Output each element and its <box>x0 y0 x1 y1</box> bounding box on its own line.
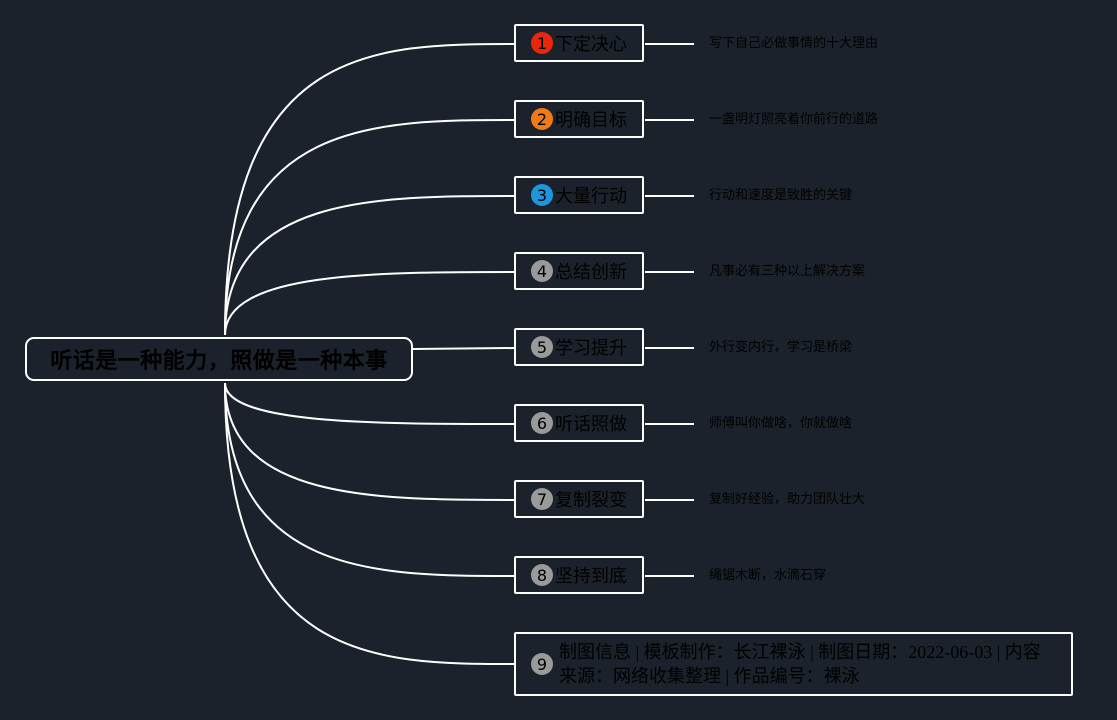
branch-6[interactable]: 6 听话照做 <box>514 404 644 442</box>
connector-curve <box>224 382 516 665</box>
branch-label: 下定决心 <box>555 34 627 55</box>
root-topic[interactable]: 听话是一种能力，照做是一种本事 <box>25 337 413 381</box>
number-badge-icon: 2 <box>531 108 553 130</box>
branch-label: 明确目标 <box>555 110 627 131</box>
branch-note: 绳锯木断，水滴石穿 <box>709 568 827 583</box>
branch-note: 师傅叫你做啥，你就做啥 <box>709 416 853 431</box>
branch-label: 复制裂变 <box>555 490 627 511</box>
branch-2[interactable]: 2 明确目标 <box>514 100 644 138</box>
branch-1[interactable]: 1 下定决心 <box>514 24 644 62</box>
info-text: 制图信息 | 模板制作：长江裸泳 | 制图日期：2022-06-03 | 内容来… <box>559 642 1041 686</box>
branch-label: 大量行动 <box>555 186 627 207</box>
branch-note: 外行变内行，学习是桥梁 <box>709 340 853 355</box>
branch-label: 听话照做 <box>555 414 627 435</box>
branch-7[interactable]: 7 复制裂变 <box>514 480 644 518</box>
branch-8[interactable]: 8 坚持到底 <box>514 556 644 594</box>
connector-curve <box>224 119 516 336</box>
branch-3[interactable]: 3 大量行动 <box>514 176 644 214</box>
root-topic-label: 听话是一种能力，照做是一种本事 <box>50 349 388 374</box>
branch-label: 坚持到底 <box>555 566 627 587</box>
branch-4[interactable]: 4 总结创新 <box>514 252 644 290</box>
branch-label: 学习提升 <box>555 338 627 359</box>
connector-curve <box>224 382 516 425</box>
number-badge-icon: 9 <box>531 653 553 675</box>
branch-note: 行动和速度是致胜的关键 <box>709 188 853 203</box>
branch-label: 总结创新 <box>555 262 627 283</box>
connector-curve <box>224 382 516 577</box>
connector-curve <box>412 347 516 350</box>
number-badge-icon: 4 <box>531 260 553 282</box>
branch-note: 凡事必有三种以上解决方案 <box>709 264 866 279</box>
branch-note: 复制好经验，助力团队壮大 <box>709 492 866 507</box>
connector-curve <box>224 382 516 501</box>
branch-note: 写下自己必做事情的十大理由 <box>709 36 879 51</box>
number-badge-icon: 1 <box>531 32 553 54</box>
info-box[interactable]: 9 制图信息 | 模板制作：长江裸泳 | 制图日期：2022-06-03 | 内… <box>514 632 1073 696</box>
number-badge-icon: 7 <box>531 488 553 510</box>
number-badge-icon: 6 <box>531 412 553 434</box>
connector-curve <box>224 195 516 336</box>
number-badge-icon: 8 <box>531 564 553 586</box>
branch-note: 一盏明灯照亮着你前行的道路 <box>709 112 879 127</box>
connector-curve <box>224 271 516 336</box>
number-badge-icon: 5 <box>531 336 553 358</box>
connector-curve <box>224 43 516 336</box>
branch-5[interactable]: 5 学习提升 <box>514 328 644 366</box>
number-badge-icon: 3 <box>531 184 553 206</box>
